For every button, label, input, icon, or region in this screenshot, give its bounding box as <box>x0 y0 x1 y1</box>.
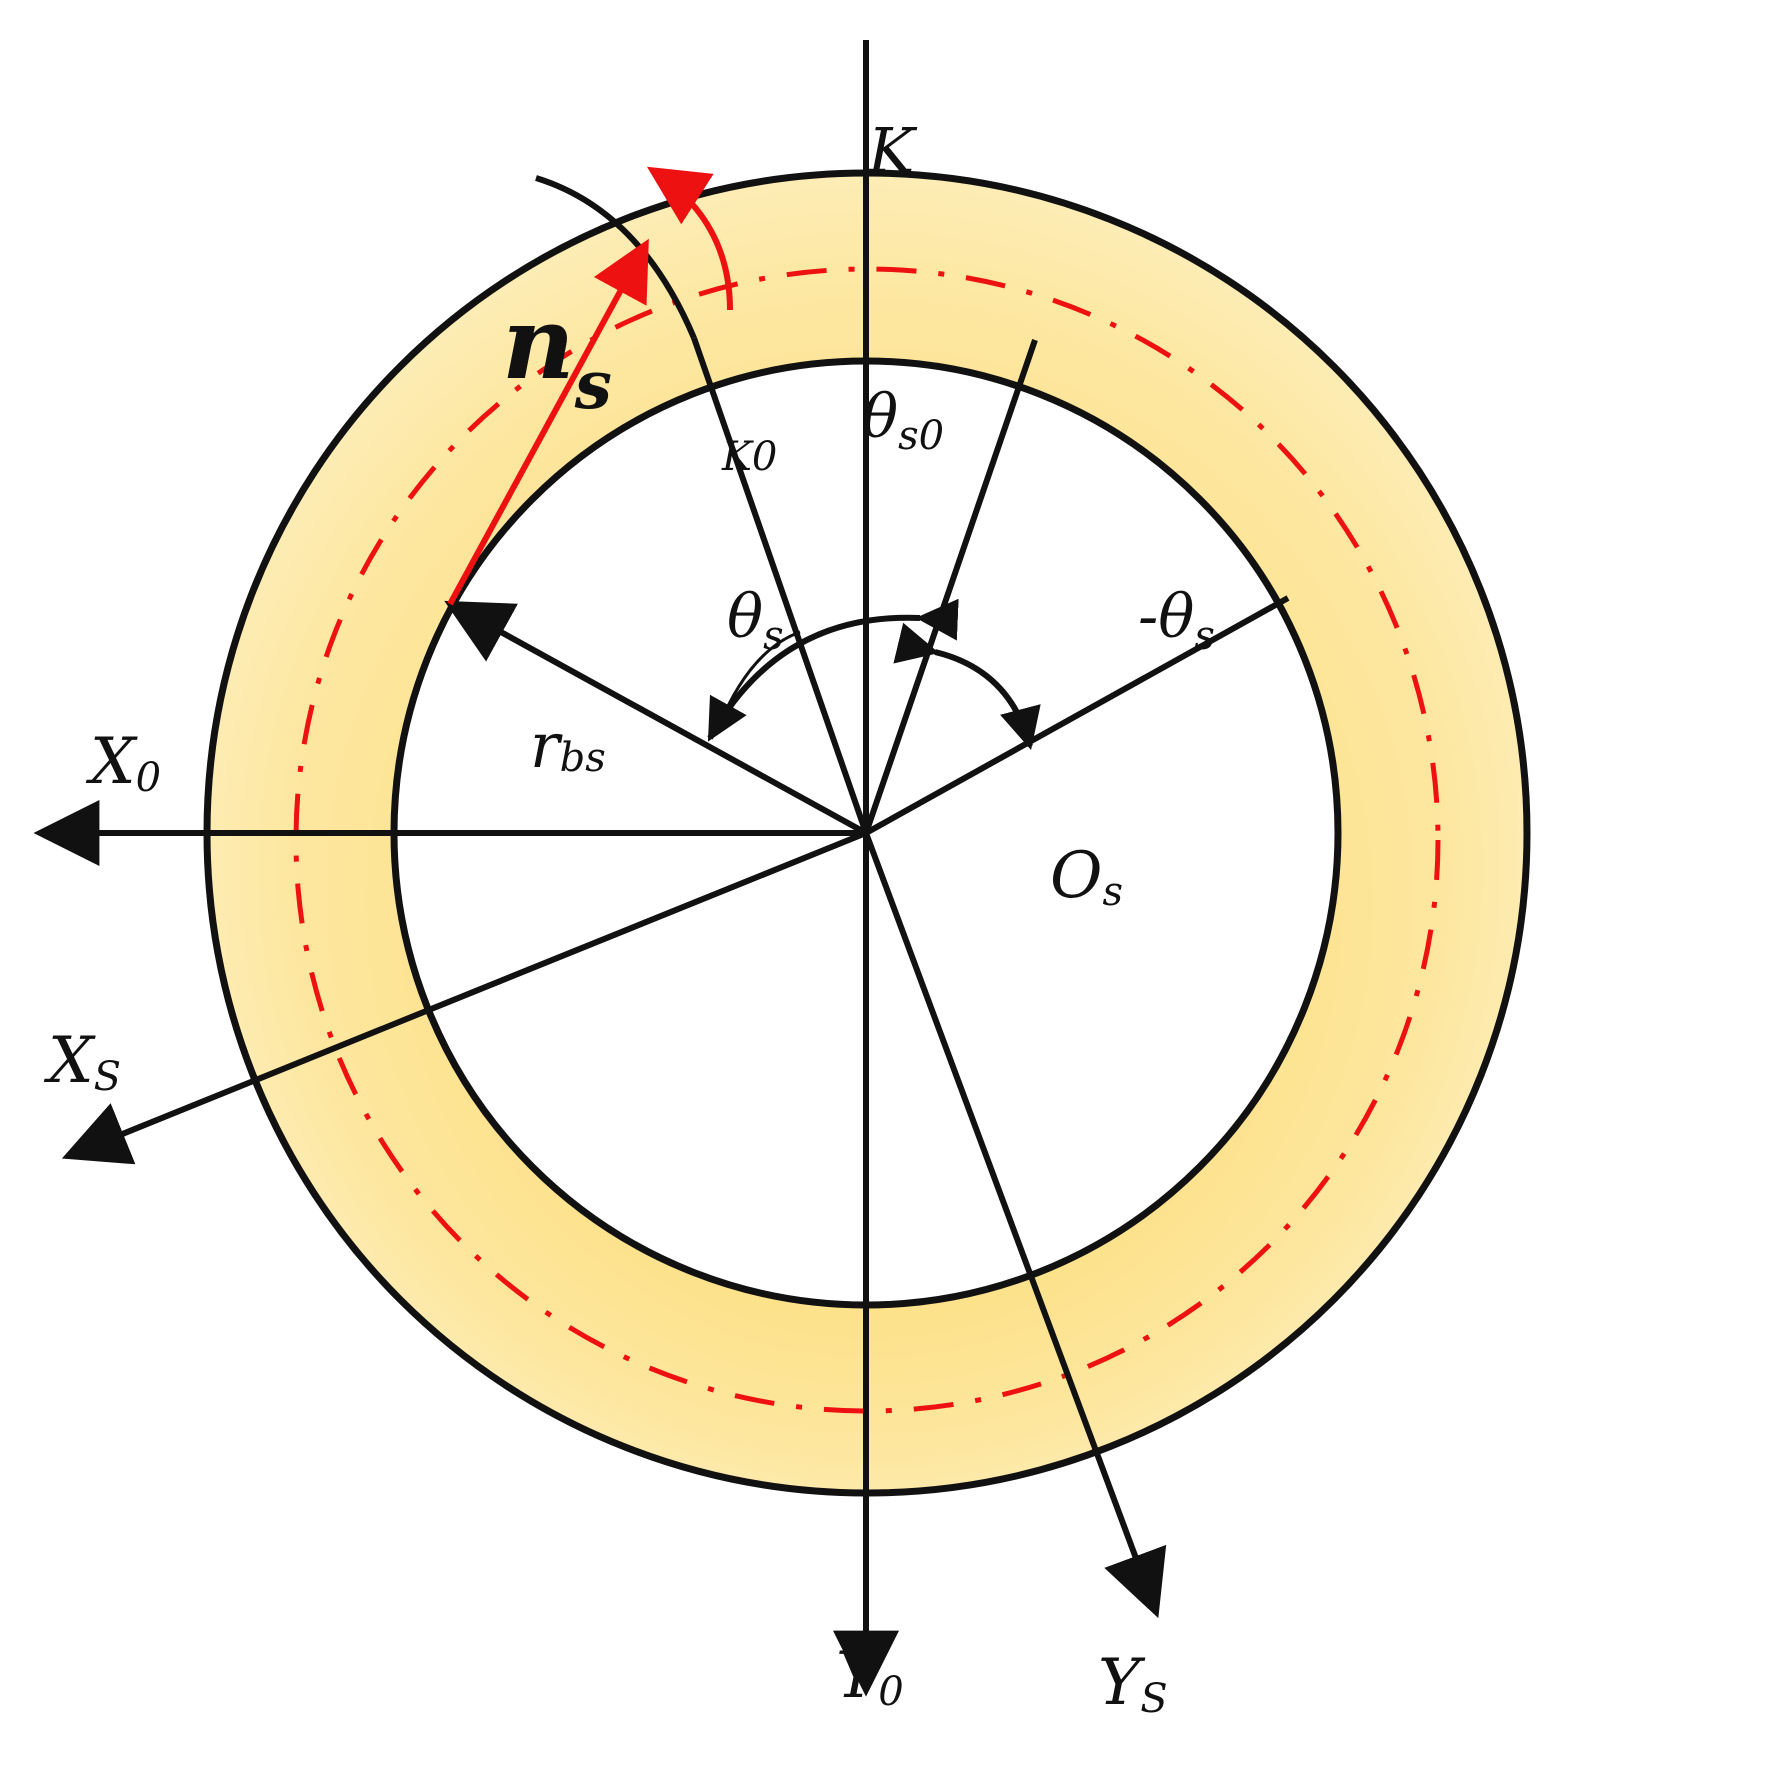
xs-axis <box>61 830 868 1165</box>
label-theta-s: θs <box>727 582 784 659</box>
label-neg-theta-s: -θs <box>1138 582 1215 659</box>
label-ys: YS <box>1098 1646 1168 1722</box>
radius-right-lower <box>864 595 1290 836</box>
theta-s-arc <box>707 598 959 742</box>
radius-k0-line <box>691 337 869 834</box>
label-k0: K0 <box>721 434 777 480</box>
normal-vector-ns <box>447 238 649 606</box>
label-n-s: ns <box>502 284 612 424</box>
radius-right-upper <box>863 339 1038 834</box>
label-xs: XS <box>43 1024 121 1100</box>
label-y0: Y0 <box>836 1639 904 1715</box>
theta-s-arc-inner <box>716 630 801 729</box>
involute-curve <box>535 175 697 340</box>
radius-rbs-line <box>444 600 868 836</box>
ys-axis <box>863 831 1167 1619</box>
label-r-bs: rbs <box>530 709 606 782</box>
pitch-circle <box>293 266 1441 1414</box>
label-theta-s0: θs0 <box>862 382 944 459</box>
label-origin: Os <box>1050 839 1123 915</box>
label-k: K <box>867 114 918 187</box>
neg-theta-s-arc <box>893 622 1041 751</box>
label-x0: X0 <box>85 725 161 801</box>
rotation-arrow <box>646 166 733 311</box>
